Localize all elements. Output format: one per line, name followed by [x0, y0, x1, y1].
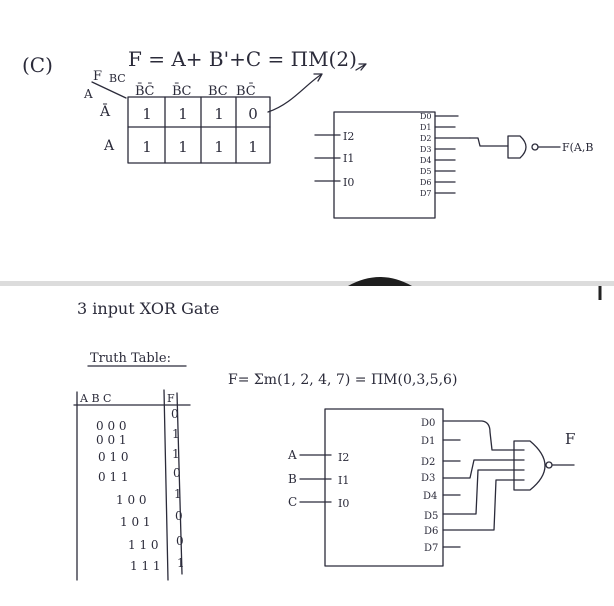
truth-row-output: 0	[176, 534, 184, 548]
truth-table	[73, 389, 191, 581]
arrow-tick-mark	[355, 63, 367, 71]
truth-row-inputs: 1 1 1	[130, 559, 161, 573]
kmap-corner-bc: BC	[109, 72, 126, 85]
kmap-grid	[127, 96, 271, 164]
decoder-output-label: D7	[424, 543, 438, 554]
truth-row-inputs: 0 1 0	[98, 450, 129, 464]
part-label: (C)	[22, 53, 53, 77]
decoder-output-label: D6	[420, 178, 432, 187]
decoder-input-label: I2	[343, 130, 354, 143]
nand-gate-icon	[513, 440, 575, 491]
truth-table-label: Truth Table:	[90, 351, 171, 366]
truth-row-inputs: 1 0 0	[116, 493, 147, 507]
decoder-input-label: I0	[338, 497, 349, 510]
kmap-col-header: B̄C	[172, 83, 192, 99]
kmap-row-header: A	[103, 138, 115, 154]
decoder-output-label: D2	[420, 134, 432, 143]
decoder-input-label: I1	[343, 152, 354, 165]
signal-label: B	[288, 472, 297, 486]
truth-row-output: 0	[175, 509, 183, 523]
truth-table-header: A B C	[79, 392, 111, 405]
decoder-output-label: D1	[421, 436, 435, 447]
kmap-corner-a: A	[83, 87, 93, 101]
kmap-col-header: B̄C̄	[135, 83, 155, 99]
section-title: 3 input XOR Gate	[77, 299, 219, 318]
decoder-input-label: I0	[343, 176, 354, 189]
decoder-output-label: D3	[420, 145, 432, 154]
kmap-cell: 1	[214, 105, 224, 123]
decoder-output-label: D0	[421, 418, 435, 429]
truth-row-inputs: 1 0 1	[120, 515, 151, 529]
decoder-output-label: D1	[420, 123, 432, 132]
kmap-row-header: Ā	[99, 102, 111, 120]
decoder-output-label: D7	[420, 189, 432, 198]
decoder-output-label: D2	[421, 457, 435, 468]
kmap-col-header: BC	[208, 84, 228, 99]
curved-arrow-icon	[267, 73, 323, 113]
truth-row-inputs: 0 1 1	[98, 470, 129, 484]
truth-row-output: 1	[172, 447, 180, 461]
truth-row-output: 1	[177, 556, 185, 570]
kmap-cell: 0	[248, 105, 258, 123]
kmap-col-header: BC̄	[236, 83, 256, 99]
decoder-output-label: D0	[420, 112, 432, 121]
kmap-cell: 1	[248, 138, 258, 156]
kmap-corner-f: F	[93, 69, 102, 84]
decoder-input-lines	[314, 134, 341, 182]
truth-row-inputs: 1 1 0	[128, 538, 159, 552]
kmap-cell: 1	[214, 138, 224, 156]
decoder-output-label: D6	[424, 526, 438, 537]
decoder-output-label: D5	[424, 511, 438, 522]
top-sheet	[0, 0, 614, 283]
decoder-input-lines	[299, 454, 332, 503]
decoder-input-label: I1	[338, 474, 349, 487]
truth-row-output: 0	[173, 466, 181, 480]
decoder-output-label: D4	[423, 491, 437, 502]
page-divider	[0, 281, 614, 286]
kmap-corner-diagonal	[91, 81, 127, 99]
decoder-output-lines	[434, 115, 509, 194]
decoder-block	[333, 111, 436, 219]
kmap-cell: 1	[178, 105, 188, 123]
truth-row-inputs: 0 0 1	[96, 433, 127, 447]
truth-row-output: 1	[174, 487, 182, 501]
decoder-input-label: I2	[338, 451, 349, 464]
truth-table-header: F	[167, 392, 175, 405]
output-label: F	[565, 430, 575, 448]
signal-label: C	[288, 495, 297, 509]
truth-table-rows: 0 0 0 0 0 0 1 1 0 1 0 1 0 1 1 0 1 0 0 1 …	[96, 407, 185, 573]
xor-equation: F= Σm(1, 2, 4, 7) = ΠM(0,3,5,6)	[228, 372, 457, 388]
not-gate-icon	[507, 135, 561, 159]
page-clip-shadow	[348, 277, 412, 286]
truth-row-inputs: 0 0 0	[96, 419, 127, 433]
kmap-cell: 1	[178, 138, 188, 156]
decoder-output-label: D4	[420, 156, 432, 165]
kmap-cell: 1	[142, 138, 152, 156]
decoder-output-label: D5	[420, 167, 432, 176]
kmap-cell: 1	[142, 105, 152, 123]
truth-row-output: 0	[171, 407, 179, 421]
decoder-output-label: D3	[421, 473, 435, 484]
decoder-output-lines	[442, 420, 525, 548]
truth-row-output: 1	[172, 427, 180, 441]
output-label: F(A,B	[562, 141, 593, 154]
decoder-block	[324, 408, 444, 567]
part-c-equation: F = A+ B'+C = ΠM(2)	[128, 47, 357, 71]
signal-label: A	[287, 448, 297, 462]
